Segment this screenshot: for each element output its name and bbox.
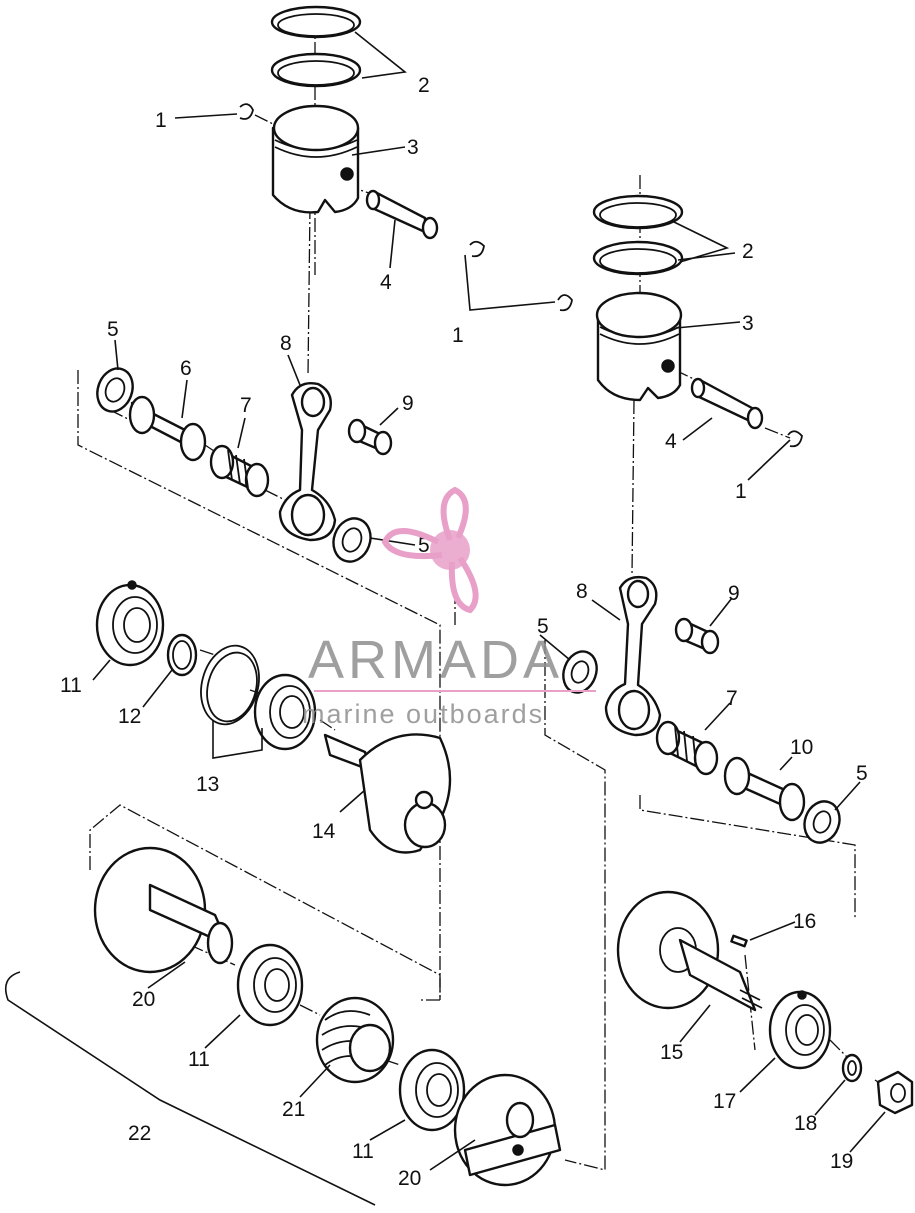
callout-2: 2 bbox=[742, 240, 754, 263]
callout-20: 20 bbox=[398, 1167, 421, 1190]
snap-ring-small[interactable] bbox=[166, 633, 198, 677]
callout-4: 4 bbox=[665, 430, 677, 453]
piston-ring-lower-left[interactable] bbox=[270, 52, 362, 88]
callout-20: 20 bbox=[132, 988, 155, 1011]
piston-right[interactable] bbox=[595, 291, 683, 402]
callout-4: 4 bbox=[380, 271, 392, 294]
callout-labels: 1 2 3 4 1 2 3 4 1 5 6 7 8 9 5 5 8 9 7 10… bbox=[60, 74, 868, 1190]
callout-5: 5 bbox=[107, 318, 119, 341]
circlip-left-top[interactable] bbox=[239, 103, 254, 120]
callout-1: 1 bbox=[452, 324, 464, 347]
callout-11: 11 bbox=[188, 1048, 210, 1071]
callout-16: 16 bbox=[793, 910, 816, 933]
thrust-washer-lower-right[interactable] bbox=[799, 796, 845, 847]
flywheel-side-crank-half[interactable] bbox=[93, 846, 234, 974]
callout-7: 7 bbox=[726, 687, 738, 710]
callout-15: 15 bbox=[660, 1041, 683, 1064]
callout-3: 3 bbox=[742, 312, 754, 335]
callout-3: 3 bbox=[407, 136, 419, 159]
callout-11: 11 bbox=[352, 1140, 374, 1163]
callout-17: 17 bbox=[713, 1090, 736, 1113]
thrust-washer-mid-left[interactable] bbox=[328, 513, 377, 567]
main-bearing-lower-center[interactable] bbox=[398, 1048, 466, 1132]
piston-ring-lower-right[interactable] bbox=[592, 240, 684, 276]
circlip-right-pin[interactable] bbox=[787, 430, 803, 448]
crank-pin-left[interactable] bbox=[128, 395, 207, 462]
lock-washer[interactable] bbox=[841, 1053, 863, 1083]
callout-12: 12 bbox=[118, 705, 141, 728]
callout-5: 5 bbox=[856, 762, 868, 785]
callout-1: 1 bbox=[155, 109, 167, 132]
group-bracket-22 bbox=[4, 971, 376, 1206]
retaining-ring-large[interactable] bbox=[193, 639, 268, 731]
woodruff-key[interactable] bbox=[730, 934, 748, 948]
piston-ring-upper-left[interactable] bbox=[270, 5, 362, 39]
callout-8: 8 bbox=[576, 580, 588, 603]
callout-2: 2 bbox=[418, 74, 430, 97]
callout-9: 9 bbox=[728, 582, 740, 605]
callout-10: 10 bbox=[790, 736, 813, 759]
piston-left[interactable] bbox=[271, 104, 360, 214]
callout-22: 22 bbox=[128, 1122, 151, 1145]
callout-6: 6 bbox=[180, 357, 192, 380]
callout-1: 1 bbox=[735, 480, 747, 503]
connecting-rod-right[interactable] bbox=[604, 575, 662, 737]
piston-pin-right[interactable] bbox=[690, 377, 764, 430]
circlip-left-pin[interactable] bbox=[469, 240, 485, 258]
labyrinth-seal[interactable] bbox=[315, 996, 395, 1084]
thrust-washer-upper-left[interactable] bbox=[92, 364, 139, 417]
piston-ring-upper-right[interactable] bbox=[592, 194, 684, 230]
crankshaft-half-upper[interactable] bbox=[323, 733, 452, 854]
piston-pin-left[interactable] bbox=[365, 189, 439, 240]
crank-nut[interactable] bbox=[876, 1070, 914, 1115]
main-bearing-upper-left[interactable] bbox=[95, 580, 165, 667]
crank-web-lower[interactable] bbox=[453, 1073, 562, 1187]
main-bearing-lower-left[interactable] bbox=[236, 943, 304, 1027]
needle-bearing-lower-right[interactable] bbox=[655, 720, 719, 776]
callout-9: 9 bbox=[402, 392, 414, 415]
connecting-rod-left[interactable] bbox=[278, 381, 337, 542]
callout-8: 8 bbox=[280, 332, 292, 355]
circlip-right-top[interactable] bbox=[557, 294, 573, 312]
callout-5: 5 bbox=[537, 615, 549, 638]
group-bracket-2-left bbox=[354, 31, 407, 79]
callout-11: 11 bbox=[60, 674, 82, 697]
callout-18: 18 bbox=[794, 1112, 817, 1135]
needle-bearing-lower-left[interactable] bbox=[209, 444, 270, 498]
pto-crank-half[interactable] bbox=[616, 890, 763, 1012]
assembly-dashed-lines bbox=[77, 20, 891, 1171]
needle-bearing-upper-left[interactable] bbox=[347, 418, 393, 456]
main-bearing-lower-right[interactable] bbox=[768, 990, 832, 1070]
callout-21: 21 bbox=[282, 1098, 305, 1121]
main-bearing-upper-center[interactable] bbox=[253, 673, 317, 751]
group-bracket-13 bbox=[212, 720, 263, 759]
callout-14: 14 bbox=[312, 820, 336, 843]
crank-pin-right[interactable] bbox=[723, 756, 806, 822]
leader-lines bbox=[92, 113, 886, 1171]
needle-bearing-upper-right[interactable] bbox=[674, 617, 720, 655]
callout-19: 19 bbox=[830, 1150, 853, 1173]
callout-13: 13 bbox=[196, 773, 219, 796]
callout-5: 5 bbox=[418, 534, 430, 557]
callout-7: 7 bbox=[240, 394, 252, 417]
